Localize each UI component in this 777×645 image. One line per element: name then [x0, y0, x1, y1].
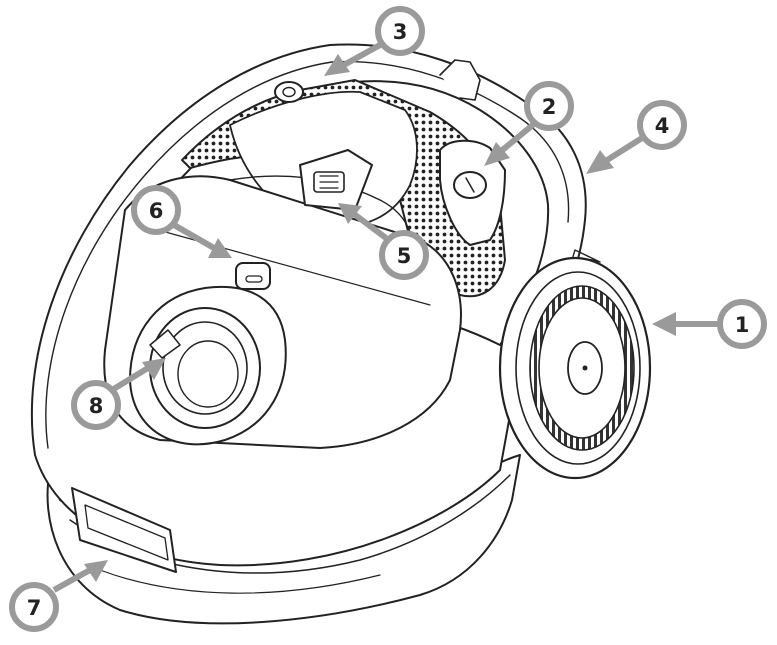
- callout-5-label: 5: [397, 244, 412, 268]
- callout-7: 7: [9, 560, 108, 632]
- callout-8-label: 8: [89, 394, 104, 418]
- callout-3: 3: [324, 6, 425, 76]
- callout-1-label: 1: [735, 313, 750, 337]
- callout-7-label: 7: [27, 596, 42, 620]
- callout-8: 8: [71, 358, 166, 430]
- callout-4: 4: [586, 100, 687, 174]
- callouts: 1 2 3 4 5: [9, 6, 767, 632]
- callout-5: 5: [338, 203, 429, 280]
- callout-6: 6: [131, 185, 232, 258]
- callout-2: 2: [484, 81, 574, 166]
- callout-6-label: 6: [149, 199, 164, 223]
- carry-handle: [439, 59, 481, 101]
- callout-1: 1: [652, 299, 767, 349]
- callout-4-label: 4: [655, 114, 670, 138]
- callout-3-label: 3: [393, 20, 408, 44]
- callout-2-label: 2: [542, 95, 557, 119]
- vacuum-body-drawing: [30, 43, 652, 625]
